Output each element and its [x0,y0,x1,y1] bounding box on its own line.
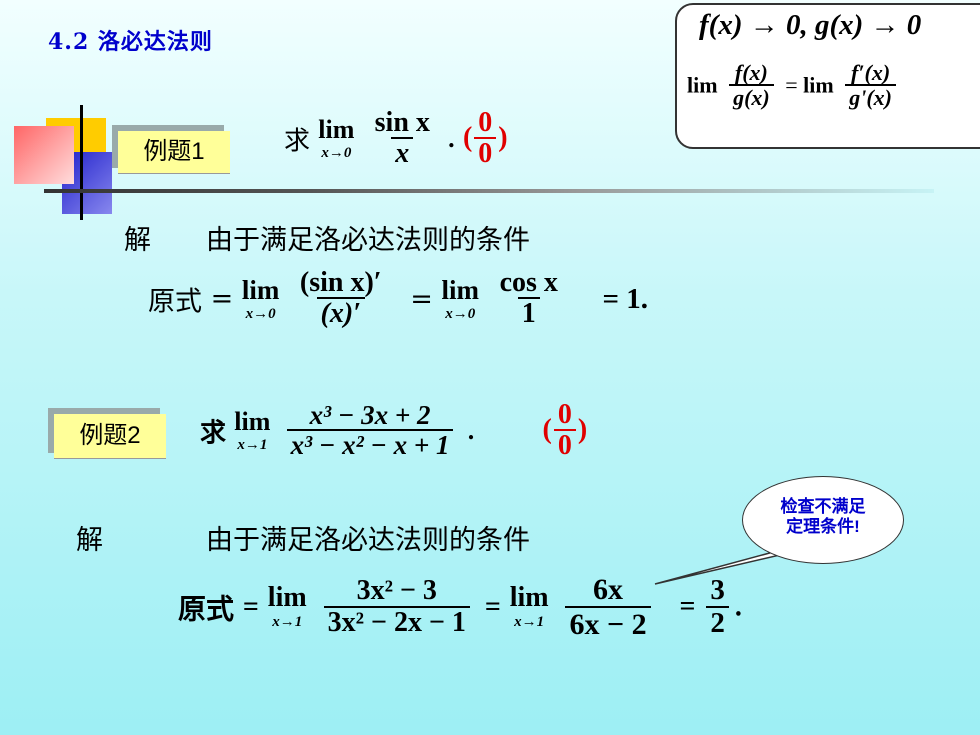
deco-red-square [14,126,74,184]
example2-lim2: lim x→1 [268,584,307,630]
example2-ask: 求 [200,418,227,448]
example1-lim3-sub: x→0 [445,305,476,322]
theorem-frac-right: f′(x) g'(x) [845,61,896,110]
example2-step2: 6x 6x − 2 [565,573,651,641]
example2-frac: x³ − 3x + 2 x³ − x² − x + 1 [286,400,454,461]
example2-step1: 3x² − 3 3x² − 2x − 1 [323,575,470,639]
example1-num: sin x [374,107,430,138]
example1-lim2-sub: x→0 [245,305,276,322]
example1-den: x [391,137,414,170]
example2-derivation: 原式 = lim x→1 3x² − 3 3x² − 2x − 1 = lim … [178,574,742,641]
example1-derivation: 原式 = lim x→0 (sin x)′ (x)′ = lim x→0 cos… [148,268,648,330]
example2-lim: lim x→1 [234,409,270,453]
example1-badge: 例题1 [118,131,230,174]
example2-result: 3 2 [706,575,729,639]
example1-lim3: lim x→0 [441,274,480,322]
example1-step2: cos x 1 [496,268,562,330]
example2-eq2: = [484,591,501,623]
example2-step2-num: 6x [593,573,624,606]
example1-step2-num: cos x [499,267,558,298]
example1-step1: (sin x)′ (x)′ [296,268,386,330]
example1-step1-den: (x)′ [316,297,366,330]
example2-form-den: 0 [553,429,576,462]
example1-step1-num: (sin x)′ [299,267,382,298]
example2-form-num: 0 [557,399,572,430]
example1-form: ( 0 0 ) [462,107,508,170]
example2-step1-den: 3x² − 2x − 1 [323,605,470,639]
example1-form-num: 0 [478,107,493,138]
callout-line1: 检查不满足 [780,497,866,516]
example2-badge: 例题2 [54,414,166,459]
theorem-fp: f′(x) [851,60,891,85]
example2-step1-num: 3x² − 3 [356,575,437,607]
example2-form-frac: 0 0 [553,399,576,462]
example2-lim3-word: lim [509,582,549,614]
example1-lim: lim x→0 [318,117,354,161]
example1-problem: 求 lim x→0 sin x x . ( 0 0 ) [284,108,508,170]
example1-lim-word: lim [318,115,355,145]
deco-horizontal-rule [44,189,934,193]
example2-lim3-sub: x→1 [514,614,545,631]
theorem-lim-right: lim [803,72,834,98]
example1-yuanshi: 原式 [148,286,202,318]
example2-lim-sub: x→1 [237,437,268,454]
example2-num: x³ − 3x + 2 [309,400,431,431]
callout-line2: 定理条件! [786,517,860,536]
example2-step2-den: 6x − 2 [565,605,651,641]
example2-res-dot: . [734,591,742,623]
theorem-eq: = [785,72,798,98]
theorem-f: f(x) [734,60,768,85]
example2-solution-text: 由于满足洛必达法则的条件 [206,525,530,556]
example2-lim2-sub: x→1 [272,614,303,631]
example1-ask: 求 [284,126,311,157]
callout-bubble: 检查不满足 定理条件! [742,476,904,564]
example2-yuanshi: 原式 [178,594,235,626]
theorem-lim-left: lim [687,72,718,98]
example1-lim2-word: lim [241,274,280,305]
example1-lim2: lim x→0 [241,274,280,322]
example1-solution-label: 解 [124,225,151,256]
example1-form-frac: 0 0 [474,107,497,170]
example2-eq3: = [679,591,696,623]
example2-solution-label: 解 [76,525,103,556]
example2-dot: . [467,416,475,446]
example2-den: x³ − x² − x + 1 [286,429,454,461]
deco-vertical-line [80,105,83,220]
example1-dot: . [448,124,455,154]
theorem-frac-left: f(x) g(x) [729,61,774,110]
example1-solution-text: 由于满足洛必达法则的条件 [206,225,530,256]
example1-frac: sin x x [371,108,434,170]
example2-res-den: 2 [706,605,729,640]
example1-result: = 1. [602,282,649,315]
example2-lim3: lim x→1 [510,584,549,630]
theorem-g: g(x) [729,84,774,110]
example1-eq1: = [210,283,234,315]
example2-lim-word: lim [234,407,271,437]
theorem-condition: f(x) → 0, g(x) → 0 [699,9,922,41]
section-title: 4.2 洛必达法则 [48,29,213,55]
example2-lim2-word: lim [267,582,307,614]
theorem-formula: lim f(x) g(x) = lim f′(x) g'(x) [687,61,902,110]
theorem-gp: g'(x) [845,84,896,110]
example2-res-num: 3 [710,574,725,607]
theorem-box: f(x) → 0, g(x) → 0 lim f(x) g(x) = lim f… [675,3,980,149]
example2-eq1: = [242,591,259,623]
example1-lim-sub: x→0 [321,145,352,162]
example1-step2-den: 1 [517,297,540,330]
example1-form-den: 0 [474,137,497,170]
example1-lim3-word: lim [441,274,480,305]
example2-form: ( 0 0 ) [542,399,588,462]
example2-problem: 求 lim x→1 x³ − 3x + 2 x³ − x² − x + 1 . … [200,400,587,462]
example1-eq2: = [410,283,433,315]
